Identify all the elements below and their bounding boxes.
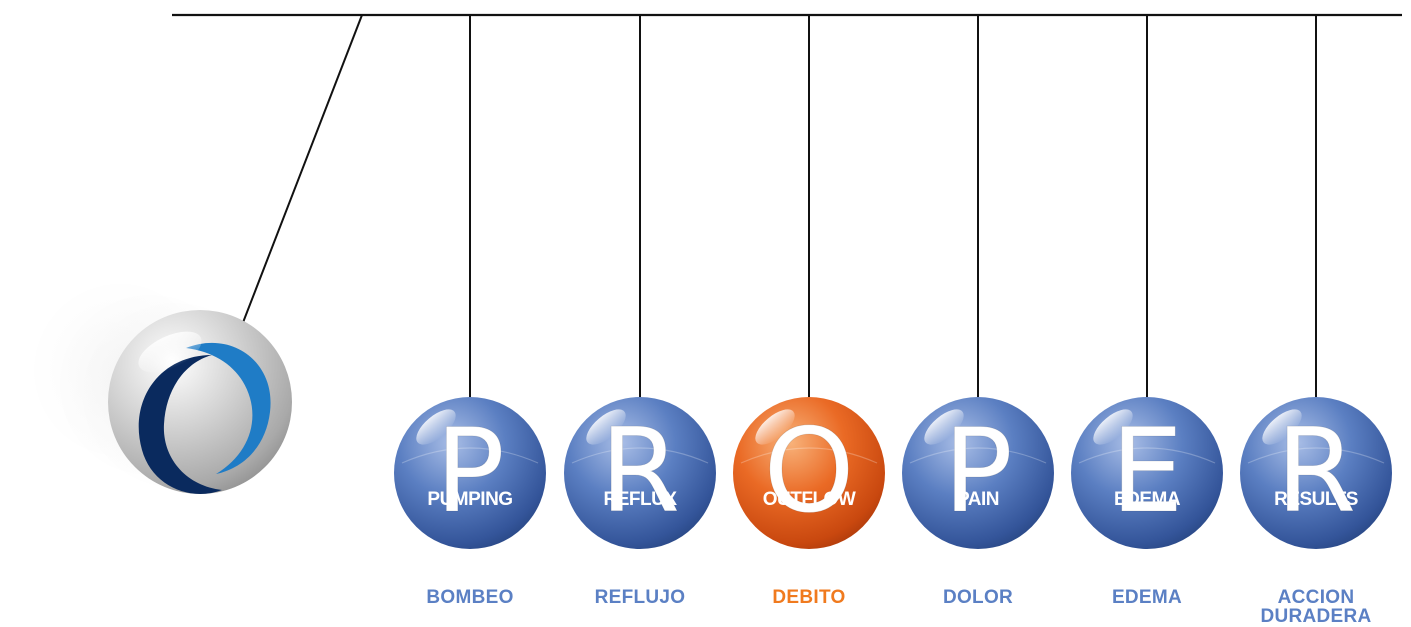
ball-word: PUMPING <box>427 489 512 510</box>
ball-highlight <box>755 409 795 445</box>
ball-letter: R <box>1276 404 1357 539</box>
ball-letter: O <box>763 404 854 539</box>
ball-word: EDEMA <box>1114 489 1181 510</box>
ball-highlight <box>586 409 626 445</box>
ball-caption: DEBITO <box>734 588 884 607</box>
ball-reflection-arc <box>571 447 709 464</box>
ball-caption: EDEMA <box>1072 588 1222 607</box>
ball-letter: P <box>435 404 505 539</box>
ball-reflection-arc <box>740 447 878 464</box>
caption-line: EDEMA <box>1111 587 1183 608</box>
caption-line: BOMBEO <box>426 587 514 608</box>
caption-line: DEBITO <box>772 587 846 608</box>
ball-reflection-arc <box>909 447 1047 464</box>
ball-highlight <box>416 409 456 445</box>
ball-word: RESULTS <box>1274 489 1358 510</box>
ball-word: PAIN <box>957 489 999 510</box>
ball-highlight <box>1262 409 1302 445</box>
ball-caption: BOMBEO <box>395 588 545 607</box>
swing-rod <box>236 14 363 339</box>
caption-line: ACCION <box>1277 587 1355 608</box>
caption-line: REFLUJO <box>594 587 686 608</box>
ball-letter: E <box>1110 404 1183 539</box>
ball-word: REFLUX <box>604 489 678 510</box>
ball-highlight <box>924 409 964 445</box>
swing-ball <box>108 310 292 494</box>
ball-reflection-arc <box>1247 447 1385 464</box>
ball-word: OUTFLOW <box>763 489 856 510</box>
ball-letter: R <box>600 404 681 539</box>
caption-line: DOLOR <box>942 587 1014 608</box>
ball-caption: REFLUJO <box>565 588 715 607</box>
ball-caption: DOLOR <box>903 588 1053 607</box>
ball-highlight <box>1093 409 1133 445</box>
ball-letter: P <box>943 404 1013 539</box>
ball-reflection-arc <box>401 447 539 464</box>
caption-line: DURADERA <box>1260 606 1372 627</box>
logo-crescent-icon <box>138 342 271 494</box>
ball-reflection-arc <box>1078 447 1216 464</box>
